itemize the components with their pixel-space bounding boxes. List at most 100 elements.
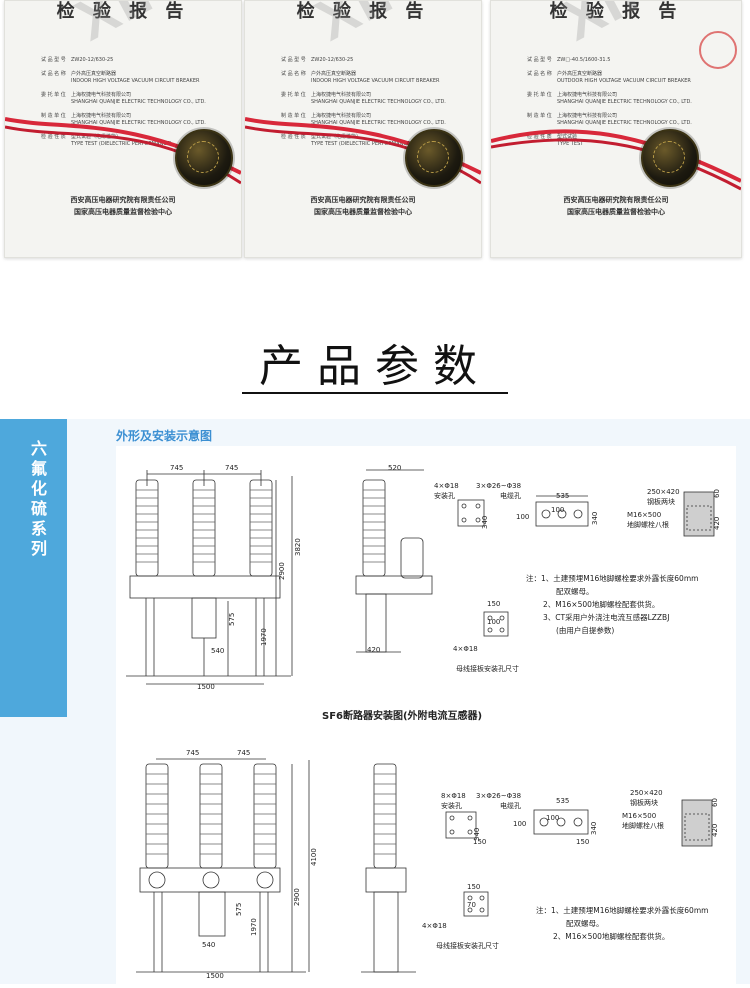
dim-60: 60 <box>711 798 719 807</box>
note-line: 2、M16×500地脚螺栓配套供货。 <box>543 599 659 609</box>
dim-150: 150 <box>473 838 486 846</box>
report-row: SHANGHAI QUANJIE ELECTRIC TECHNOLOGY CO.… <box>311 120 446 126</box>
dim-70: 70 <box>467 901 476 909</box>
report-row: 检 验 性 质型式试验（绝缘性能） <box>41 134 122 140</box>
dim-4100: 4100 <box>310 848 318 866</box>
series-side-tab: 六氟化硫系列 <box>0 419 67 717</box>
note-line: 注：1、土建预埋M16地脚螺栓要求外露长度60mm <box>536 905 708 915</box>
dim-1500: 1500 <box>197 683 215 691</box>
holes-label: 4×Φ18 <box>422 922 447 930</box>
note-line: 2、M16×500地脚螺栓配套供货。 <box>553 931 669 941</box>
technical-drawing-svg: 745 745 1500 540 2900 3820 1970 575 520 … <box>126 464 721 980</box>
dim-3820: 3820 <box>294 538 302 556</box>
note-line: 注：1、土建预埋M16地脚螺栓要求外露长度60mm <box>526 573 698 583</box>
wax-seal <box>405 129 463 187</box>
report-row: TYPE TEST (DIELECTRIC PERFORMANCE) <box>311 141 412 147</box>
dim-575: 575 <box>235 903 243 916</box>
dim-540: 540 <box>202 941 215 949</box>
report-row: SHANGHAI QUANJIE ELECTRIC TECHNOLOGY CO.… <box>71 120 206 126</box>
busbar-plate-bottom <box>463 891 489 917</box>
dim-100: 100 <box>487 618 500 626</box>
dim-100: 100 <box>513 820 526 828</box>
report-row: TYPE TEST <box>557 141 584 147</box>
note-line: (由用户自提参数) <box>556 625 614 635</box>
series-label: 六氟化硫系列 <box>30 439 47 558</box>
drawing-caption: SF6断路器安装图(外附电流互感器) <box>322 709 482 722</box>
note-line: 配双螺母。 <box>566 918 604 928</box>
dim-150: 150 <box>576 838 589 846</box>
holes-label: 8×Φ18 <box>441 792 466 800</box>
dim-520: 520 <box>388 464 401 472</box>
issuing-organization: 西安高压电器研究院有限责任公司 <box>70 196 176 204</box>
report-row: 制 造 单 位上海权捷电气科技有限公司 <box>41 113 132 119</box>
dim-535: 535 <box>556 797 569 805</box>
report-row: 试 品 名 称户外高压真空断路器 <box>281 71 357 77</box>
dim-340: 340 <box>473 828 481 841</box>
report-row: 制 造 单 位上海权捷电气科技有限公司 <box>527 113 618 119</box>
drawing-heading: 外形及安装示意图 <box>116 429 213 443</box>
dim-575: 575 <box>228 613 236 626</box>
dim-150: 150 <box>467 883 480 891</box>
mount-hole-label: 安装孔 <box>441 801 462 810</box>
installation-drawing: 745 745 1500 540 2900 3820 1970 575 520 … <box>116 446 736 984</box>
issuing-center: 国家高压电器质量监督检验中心 <box>567 208 665 216</box>
dim-340: 340 <box>590 822 598 835</box>
steel-block-label: 钢板两块 <box>647 497 675 506</box>
cable-hole-label: 电缆孔 <box>500 801 521 810</box>
cable-hole-label: 电缆孔 <box>500 491 521 500</box>
dim-340: 340 <box>481 516 489 529</box>
holes-label: 4×Φ18 <box>434 482 459 490</box>
note-line: 3、CT采用户外浇注电流互感器LZZBJ <box>543 612 669 622</box>
front-view-bottom <box>136 758 310 973</box>
dim-250x420: 250×420 <box>630 789 663 797</box>
issuing-center: 国家高压电器质量监督检验中心 <box>314 208 412 216</box>
dim-100: 100 <box>516 513 529 521</box>
dim-2900: 2900 <box>278 562 286 580</box>
dim-420: 420 <box>713 517 721 530</box>
test-report-3: 检 验 报 告 XIHARI 试 品 型 号ZW□-40.5/1600-31.5… <box>490 0 742 258</box>
dim-1500: 1500 <box>206 972 224 980</box>
steel-block-label: 钢板两块 <box>630 798 658 807</box>
busbar-holes-label: 母线接板安装孔尺寸 <box>436 941 499 950</box>
note-line: 配双螺母。 <box>556 586 594 596</box>
report-title: 检 验 报 告 <box>549 1 683 22</box>
dim-100: 100 <box>546 814 559 822</box>
wax-seal <box>175 129 233 187</box>
dim-1970: 1970 <box>250 918 258 936</box>
dim-250x420: 250×420 <box>647 488 680 496</box>
report-row: 试 品 名 称户外高压真空断路器 <box>527 71 603 77</box>
dim-420: 420 <box>711 824 719 837</box>
red-ribbon <box>491 129 741 191</box>
report-row: SHANGHAI QUANJIE ELECTRIC TECHNOLOGY CO.… <box>311 99 446 105</box>
report-row: 检 验 性 质型式试验 <box>527 134 578 140</box>
foundation-block-bottom <box>681 799 713 847</box>
report-title: 检 验 报 告 <box>56 1 190 22</box>
dim-745: 745 <box>170 464 183 472</box>
report-row: SHANGHAI QUANJIE ELECTRIC TECHNOLOGY CO.… <box>71 99 206 105</box>
busbar-holes-label: 母线接板安装孔尺寸 <box>456 664 519 673</box>
dim-540: 540 <box>211 647 224 655</box>
section-title: 产品参数 <box>259 341 491 392</box>
mount-hole-label: 安装孔 <box>434 491 455 500</box>
report-row: 制 造 单 位上海权捷电气科技有限公司 <box>281 113 372 119</box>
report-title: 检 验 报 告 <box>296 1 430 22</box>
holes-label: 3×Φ26~Φ38 <box>476 792 521 800</box>
report-row: OUTDOOR HIGH VOLTAGE VACUUM CIRCUIT BREA… <box>557 78 691 84</box>
dim-60: 60 <box>713 489 721 498</box>
dim-2900: 2900 <box>293 888 301 906</box>
bolt-label: 地脚螺栓八根 <box>622 821 664 830</box>
front-view-top <box>126 470 293 685</box>
report-row: TYPE TEST (DIELECTRIC PERFORMANCE) <box>71 141 172 147</box>
dim-745: 745 <box>186 749 199 757</box>
wax-seal <box>641 129 699 187</box>
issuing-organization: 西安高压电器研究院有限责任公司 <box>310 196 416 204</box>
report-row: SHANGHAI QUANJIE ELECTRIC TECHNOLOGY CO.… <box>557 120 692 126</box>
holes-label: 4×Φ18 <box>453 645 478 653</box>
side-view-top <box>355 469 433 653</box>
mounting-hole-plan-bottom <box>445 809 589 839</box>
mounting-hole-plan <box>457 495 589 527</box>
